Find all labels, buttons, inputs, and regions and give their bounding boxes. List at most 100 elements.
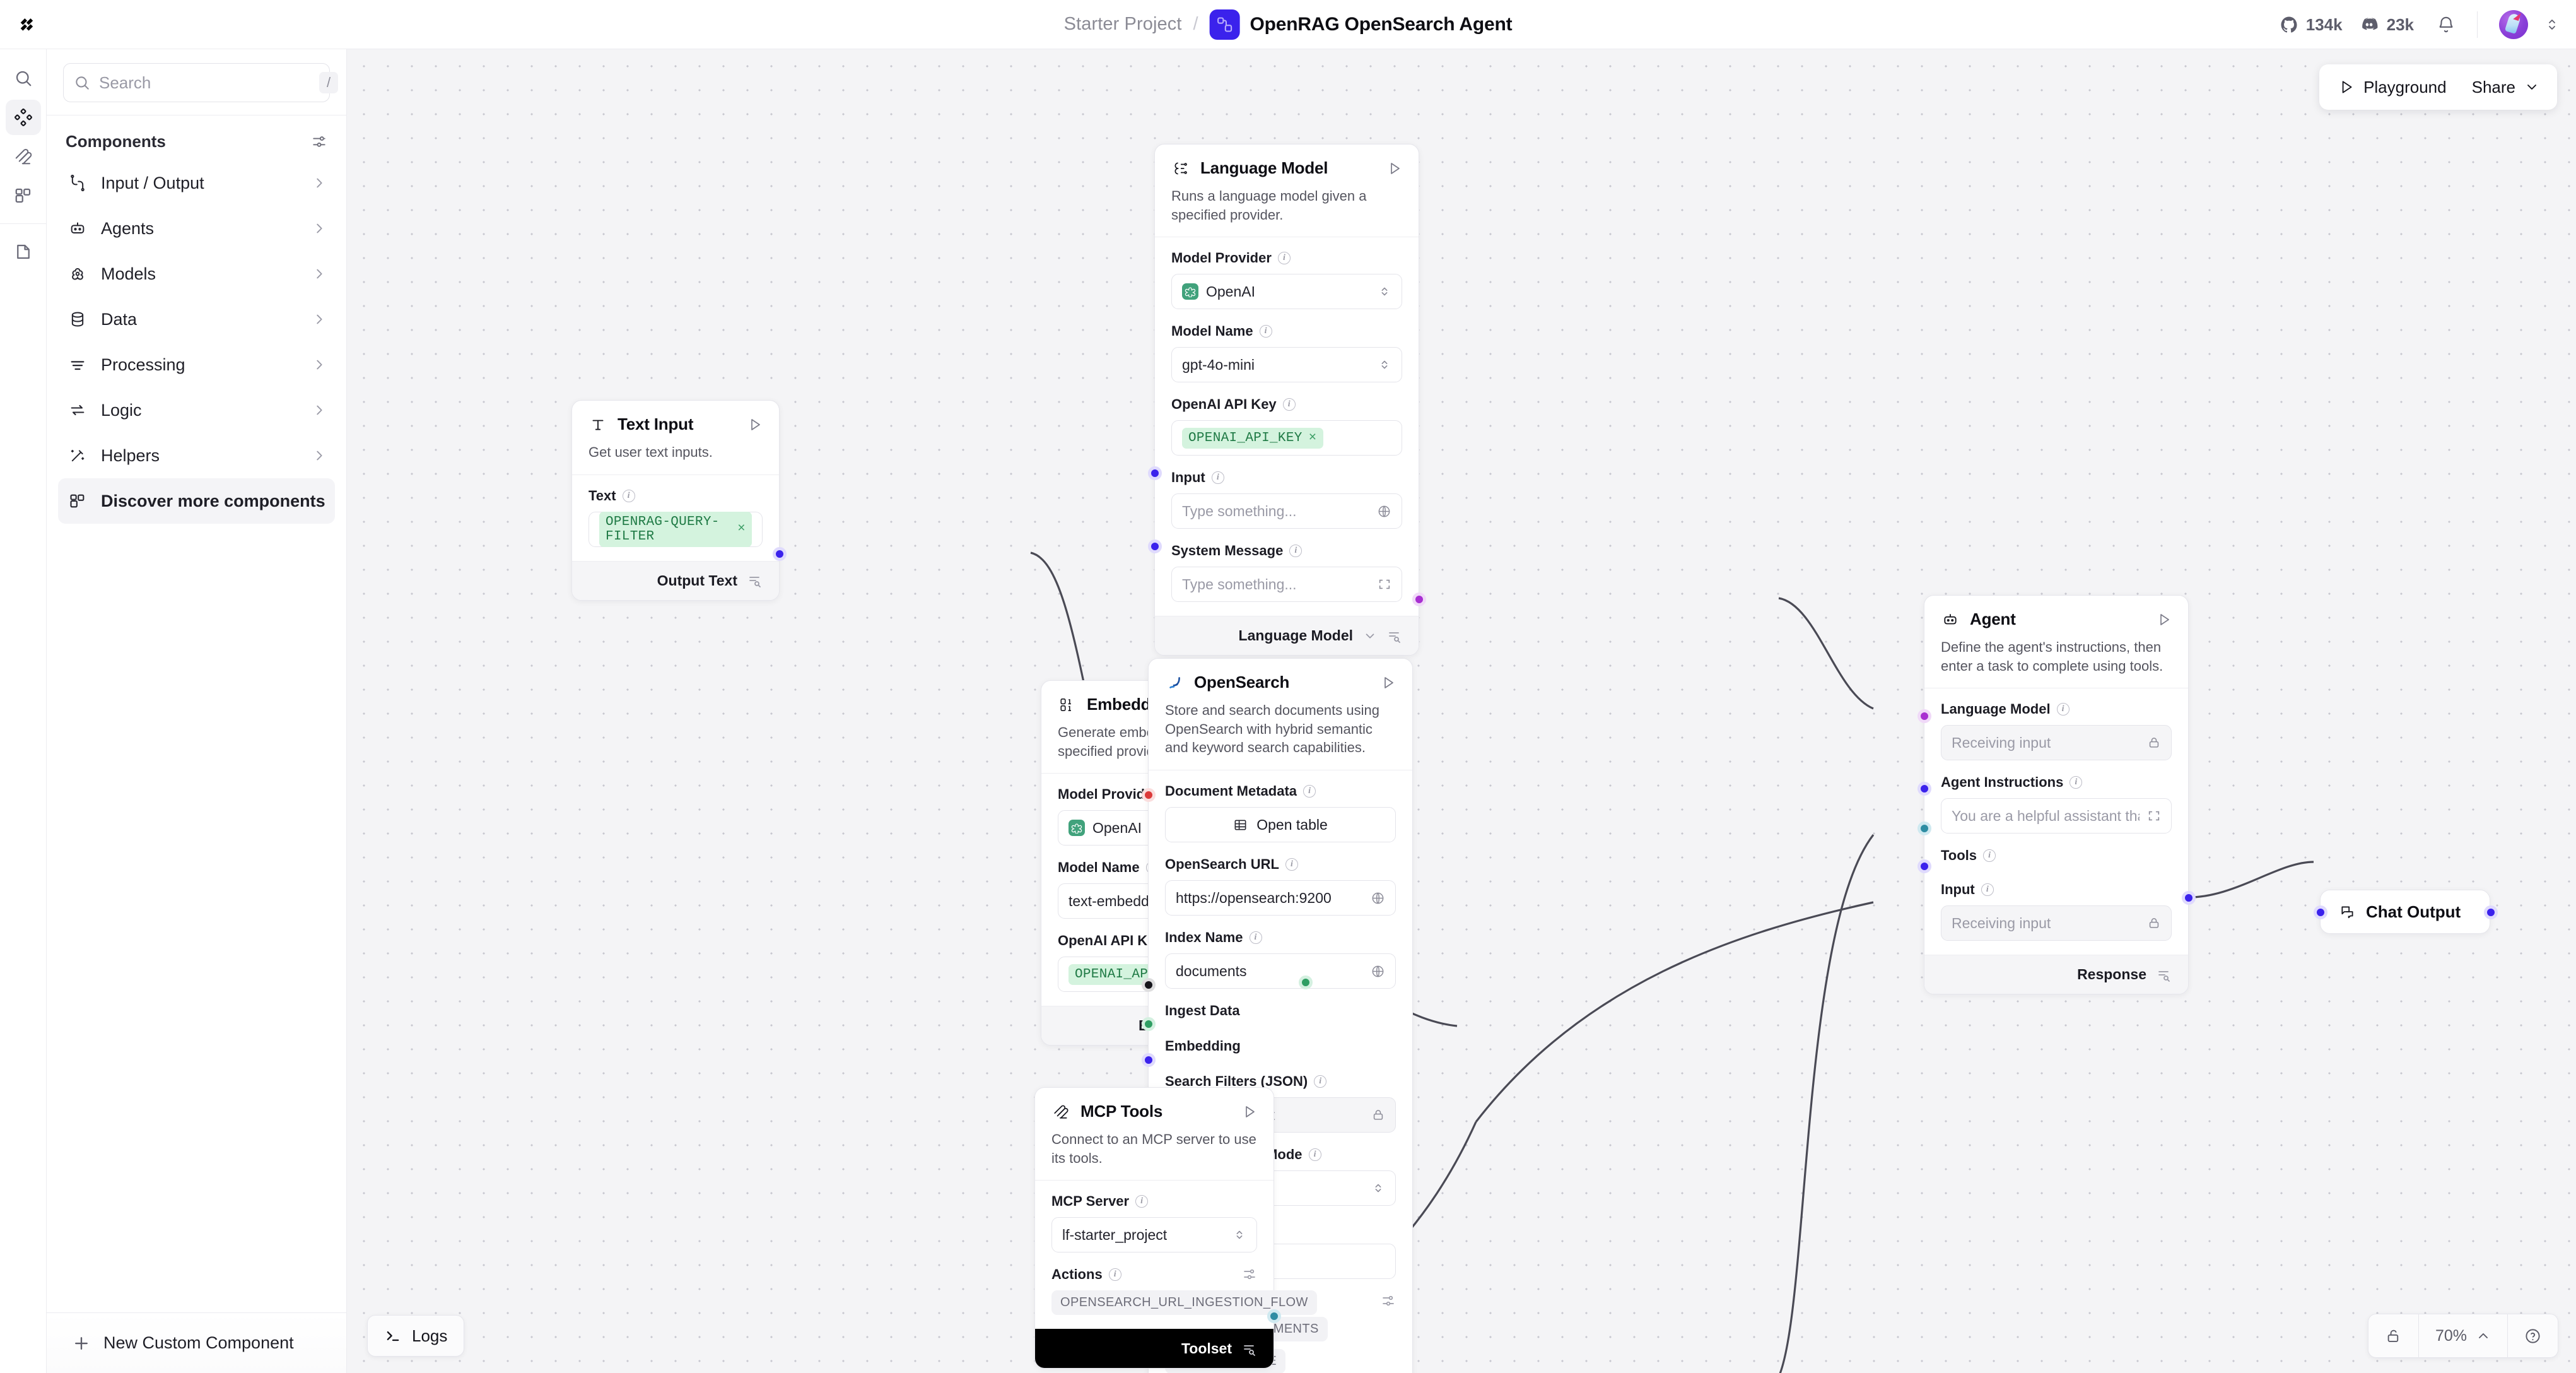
openai-api-key-field[interactable]: OPENAI_API_KEY × (1171, 420, 1402, 456)
play-icon[interactable] (2157, 612, 2172, 627)
chevron-down-icon[interactable] (1363, 629, 1377, 643)
chevron-up-down-icon[interactable] (1371, 1181, 1385, 1195)
file-icon[interactable] (6, 234, 41, 269)
variable-chip[interactable]: OPENRAG-QUERY-FILTER × (599, 511, 752, 547)
input-handle-embedding[interactable] (1142, 1017, 1156, 1031)
node-language-model[interactable]: Language Model Runs a language model giv… (1148, 144, 1426, 656)
info-icon[interactable]: i (622, 489, 635, 502)
globe-icon[interactable] (1377, 504, 1391, 519)
close-icon[interactable]: × (737, 522, 746, 537)
info-icon[interactable]: i (1289, 545, 1303, 558)
sidebar-item-processing[interactable]: Processing (58, 342, 335, 387)
logs-button[interactable]: Logs (367, 1315, 465, 1357)
input-handle-document-metadata[interactable] (1142, 788, 1156, 802)
new-custom-component-button[interactable]: New Custom Component (47, 1312, 346, 1373)
chevron-up-down-icon[interactable] (1232, 1228, 1246, 1242)
discord-stat[interactable]: 23k (2359, 15, 2414, 35)
user-avatar[interactable] (2499, 10, 2528, 39)
opensearch-url-field[interactable]: https://opensearch:9200 (1165, 880, 1396, 916)
search-icon[interactable] (6, 61, 41, 96)
action-chip[interactable]: OPENSEARCH_URL_INGESTION_FLOW (1051, 1290, 1317, 1316)
list-search-icon[interactable] (1242, 1341, 1257, 1357)
info-icon[interactable]: i (1259, 325, 1272, 338)
output-handle-toolset[interactable] (1267, 1309, 1281, 1323)
text-input-field[interactable]: OPENRAG-QUERY-FILTER × (588, 511, 763, 547)
input-field[interactable]: Type something... (1171, 493, 1402, 529)
output-handle-response[interactable] (2182, 891, 2196, 905)
bell-icon[interactable] (2437, 15, 2456, 34)
sidebar-item-data[interactable]: Data (58, 297, 335, 342)
info-icon[interactable]: i (1135, 1195, 1149, 1208)
globe-icon[interactable] (1371, 964, 1385, 979)
mcp-icon[interactable] (6, 139, 41, 174)
play-icon[interactable] (1381, 675, 1396, 690)
node-agent[interactable]: Agent Define the agent's instructions, t… (1917, 595, 2196, 995)
close-icon[interactable]: × (1308, 430, 1317, 445)
open-table-button[interactable]: Open table (1165, 807, 1396, 843)
playground-button[interactable]: Playground (2319, 64, 2466, 110)
chevron-up-down-icon[interactable] (1378, 285, 1391, 298)
input-handle-language-model[interactable] (1917, 709, 1931, 723)
flow-canvas[interactable]: Text Input Get user text inputs. Text i … (347, 49, 2576, 1373)
info-icon[interactable]: i (1285, 858, 1298, 871)
sidebar-item-discover-more[interactable]: Discover more components (58, 478, 335, 524)
list-search-icon[interactable] (747, 573, 763, 588)
info-icon[interactable]: i (1249, 931, 1262, 945)
breadcrumb-project[interactable]: Starter Project (1063, 14, 1182, 34)
index-name-field[interactable]: documents (1165, 953, 1396, 989)
sidebar-item-logic[interactable]: Logic (58, 387, 335, 433)
info-icon[interactable]: i (1314, 1075, 1327, 1088)
sidebar-item-agents[interactable]: Agents (58, 206, 335, 251)
bundles-icon[interactable] (6, 178, 41, 213)
info-icon[interactable]: i (2056, 703, 2070, 716)
help-button[interactable] (2508, 1314, 2558, 1357)
input-handle-agent-instructions[interactable] (1917, 782, 1931, 796)
info-icon[interactable]: i (1211, 471, 1224, 485)
sidebar-item-components[interactable] (5, 100, 41, 135)
play-icon[interactable] (1242, 1104, 1257, 1119)
play-icon[interactable] (747, 417, 763, 432)
info-icon[interactable]: i (1981, 883, 1994, 897)
node-text-input[interactable]: Text Input Get user text inputs. Text i … (571, 400, 787, 601)
share-button[interactable]: Share (2466, 64, 2557, 110)
chevron-up-down-icon[interactable] (2544, 17, 2560, 32)
search-input[interactable] (99, 73, 310, 93)
input-handle-chat-output[interactable] (2314, 905, 2327, 919)
input-handle-tools[interactable] (1917, 822, 1931, 835)
list-search-icon[interactable] (1387, 628, 1402, 644)
node-mcp-tools[interactable]: MCP Tools Connect to an MCP server to us… (1034, 1087, 1317, 1369)
agent-instructions-field[interactable]: You are a helpful assistant that can (1941, 798, 2172, 834)
output-handle-text[interactable] (773, 547, 787, 561)
sliders-icon[interactable] (1242, 1267, 1257, 1282)
output-handle-chat-output[interactable] (2484, 905, 2498, 919)
chevron-up-down-icon[interactable] (1378, 358, 1391, 372)
input-handle-ingest-data[interactable] (1142, 978, 1156, 992)
input-handle-input[interactable] (1917, 859, 1931, 873)
model-provider-select[interactable]: OpenAI (1171, 274, 1402, 310)
variable-chip[interactable]: OPENAI_API_KEY × (1182, 427, 1323, 449)
output-handle-language-model[interactable] (1412, 592, 1426, 606)
search-box[interactable]: / (63, 63, 338, 102)
system-message-field[interactable]: Type something... (1171, 567, 1402, 603)
sidebar-item-input-output[interactable]: Input / Output (58, 160, 335, 206)
github-stat[interactable]: 134k (2280, 15, 2343, 35)
info-icon[interactable]: i (1303, 785, 1316, 798)
info-icon[interactable]: i (1108, 1268, 1121, 1282)
input-handle-system-message[interactable] (1148, 539, 1162, 553)
expand-icon[interactable] (1378, 577, 1391, 591)
input-handle-search-filters[interactable] (1142, 1053, 1156, 1067)
sidebar-item-helpers[interactable]: Helpers (58, 433, 335, 478)
output-handle-embedding-model[interactable] (1299, 975, 1313, 989)
info-icon[interactable]: i (1277, 252, 1291, 265)
node-chat-output[interactable]: Chat Output (2314, 890, 2498, 934)
zoom-level-button[interactable]: 70% (2419, 1314, 2507, 1357)
info-icon[interactable]: i (1983, 849, 1996, 863)
langflow-logo-icon[interactable] (13, 9, 45, 42)
sidebar-item-models[interactable]: Models (58, 251, 335, 297)
info-icon[interactable]: i (1282, 398, 1296, 411)
list-search-icon[interactable] (2157, 967, 2172, 982)
info-icon[interactable]: i (1308, 1148, 1321, 1162)
input-handle-input[interactable] (1148, 466, 1162, 480)
info-icon[interactable]: i (2070, 776, 2083, 789)
expand-icon[interactable] (2147, 809, 2161, 823)
